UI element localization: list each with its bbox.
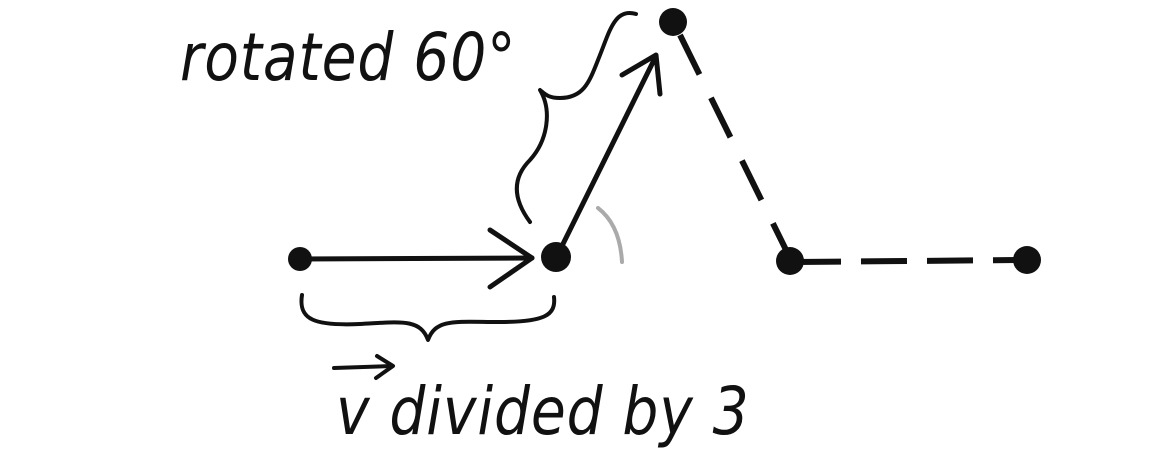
divided-by-label: divided by 3 — [389, 373, 750, 450]
point-a — [288, 247, 312, 271]
brace-diagonal — [514, 11, 638, 224]
point-e — [1013, 246, 1041, 274]
segment-de-dashed — [794, 257, 1023, 265]
point-b — [541, 242, 571, 272]
segment-cd-dashed — [677, 33, 793, 260]
vector-arrow-icon — [332, 354, 395, 380]
segment-bc-arrow — [557, 52, 663, 253]
angle-arc — [596, 206, 624, 264]
point-c — [659, 8, 687, 36]
point-d — [776, 247, 804, 275]
segment-ab-arrow — [297, 227, 535, 290]
rotation-label: rotated 60° — [180, 19, 517, 96]
division-label: v divided by 3 — [336, 372, 750, 452]
brace-bottom — [299, 293, 557, 342]
vector-v-label: v — [336, 373, 371, 450]
